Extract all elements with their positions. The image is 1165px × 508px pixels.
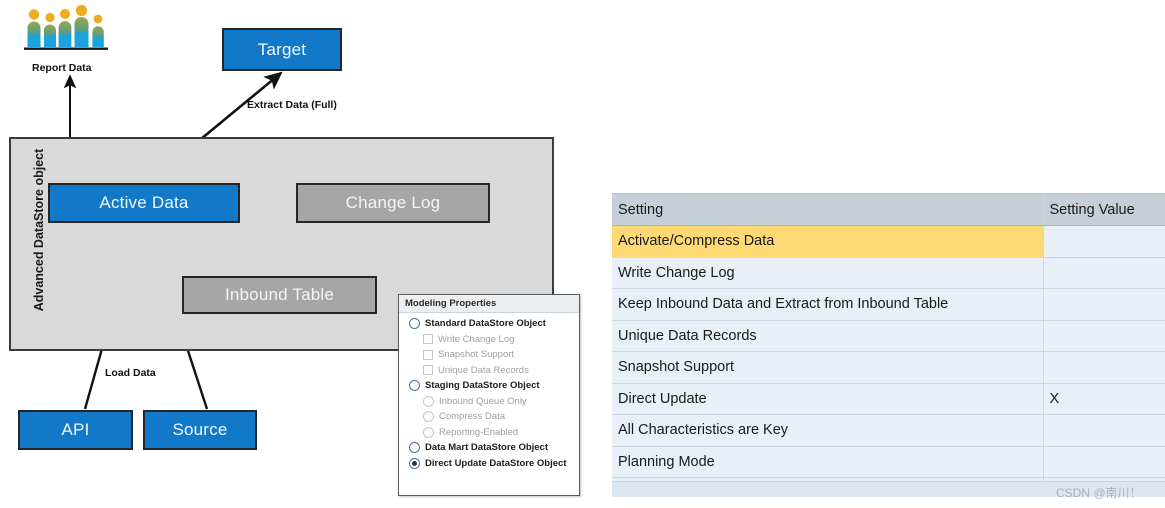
node-source[interactable]: Source: [143, 410, 257, 450]
settings-table-row[interactable]: Snapshot Support: [612, 351, 1165, 384]
modeling-option-row[interactable]: Direct Update DataStore Object: [399, 456, 579, 472]
settings-table-row[interactable]: Activate/Compress Data: [612, 225, 1165, 258]
checkbox-unchecked-icon: [423, 365, 433, 376]
settings-table-container: Setting Setting Value Activate/Compress …: [612, 193, 1165, 496]
modeling-option-label: Data Mart DataStore Object: [425, 442, 549, 454]
settings-table-row[interactable]: Keep Inbound Data and Extract from Inbou…: [612, 288, 1165, 321]
node-inbound-table[interactable]: Inbound Table: [182, 276, 377, 314]
cell-setting-value: [1043, 446, 1165, 478]
settings-table-row[interactable]: Planning Mode: [612, 446, 1165, 478]
settings-table-row[interactable]: Unique Data Records: [612, 320, 1165, 352]
modeling-option-row[interactable]: Standard DataStore Object: [399, 316, 579, 332]
watermark: CSDN @南川！: [1056, 486, 1142, 500]
radio-unchecked-icon: [423, 395, 434, 407]
cell-setting-value: [1043, 225, 1165, 258]
modeling-option-row: Write Change Log: [399, 332, 579, 348]
cell-setting: Planning Mode: [612, 446, 1044, 478]
node-active-data[interactable]: Active Data: [48, 183, 240, 223]
settings-table-row[interactable]: Write Change Log: [612, 257, 1165, 289]
column-header-setting[interactable]: Setting: [612, 194, 1044, 226]
radio-unchecked-icon[interactable]: [409, 318, 420, 330]
radio-unchecked-icon[interactable]: [409, 380, 420, 392]
cell-setting-value: [1043, 320, 1165, 352]
load-data-label: Load Data: [105, 367, 156, 379]
modeling-properties-panel: Modeling Properties Standard DataStore O…: [398, 294, 580, 496]
modeling-option-row: Unique Data Records: [399, 363, 579, 379]
radio-unchecked-icon[interactable]: [409, 442, 420, 454]
settings-table-footer: [612, 481, 1165, 497]
settings-table-header-row: Setting Setting Value: [612, 194, 1165, 226]
advanced-datastore-object-label: Advanced DataStore object: [32, 148, 46, 312]
node-target[interactable]: Target: [222, 28, 342, 71]
modeling-option-row[interactable]: Staging DataStore Object: [399, 378, 579, 394]
modeling-option-label: Snapshot Support: [438, 349, 515, 361]
modeling-option-row[interactable]: Data Mart DataStore Object: [399, 440, 579, 456]
cell-setting: Activate/Compress Data: [612, 225, 1044, 258]
modeling-option-label: Reporting-Enabled: [439, 426, 519, 438]
radio-unchecked-icon: [423, 426, 434, 438]
modeling-option-row: Inbound Queue Only: [399, 394, 579, 410]
settings-table-row[interactable]: All Characteristics are Key: [612, 414, 1165, 447]
modeling-option-label: Compress Data: [439, 411, 505, 423]
node-api[interactable]: API: [18, 410, 133, 450]
cell-setting: All Characteristics are Key: [612, 414, 1044, 447]
modeling-option-label: Staging DataStore Object: [425, 380, 540, 392]
modeling-option-label: Inbound Queue Only: [439, 395, 527, 407]
cell-setting: Write Change Log: [612, 257, 1044, 289]
node-change-log[interactable]: Change Log: [296, 183, 490, 223]
cell-setting: Snapshot Support: [612, 351, 1044, 384]
report-data-label: Report Data: [32, 62, 92, 74]
cell-setting-value: [1043, 414, 1165, 447]
checkbox-unchecked-icon: [423, 334, 433, 345]
radio-unchecked-icon: [423, 411, 434, 423]
extract-data-label: Extract Data (Full): [247, 99, 337, 111]
modeling-properties-title: Modeling Properties: [399, 295, 579, 313]
cell-setting-value: X: [1043, 383, 1165, 415]
checkbox-unchecked-icon: [423, 349, 433, 360]
cell-setting: Keep Inbound Data and Extract from Inbou…: [612, 288, 1044, 321]
column-header-setting-value[interactable]: Setting Value: [1043, 194, 1165, 226]
modeling-option-label: Unique Data Records: [438, 364, 529, 376]
modeling-option-label: Write Change Log: [438, 333, 515, 345]
cell-setting-value: [1043, 351, 1165, 384]
radio-checked-icon[interactable]: [409, 457, 420, 469]
cell-setting-value: [1043, 257, 1165, 289]
cell-setting-value: [1043, 288, 1165, 321]
people-group-icon: [24, 4, 108, 50]
modeling-option-row: Reporting-Enabled: [399, 425, 579, 441]
cell-setting: Unique Data Records: [612, 320, 1044, 352]
settings-table: Setting Setting Value Activate/Compress …: [612, 194, 1165, 496]
cell-setting: Direct Update: [612, 383, 1044, 415]
modeling-option-label: Direct Update DataStore Object: [425, 457, 567, 469]
modeling-option-label: Standard DataStore Object: [425, 318, 546, 330]
modeling-option-row: Snapshot Support: [399, 347, 579, 363]
modeling-option-row: Compress Data: [399, 409, 579, 425]
